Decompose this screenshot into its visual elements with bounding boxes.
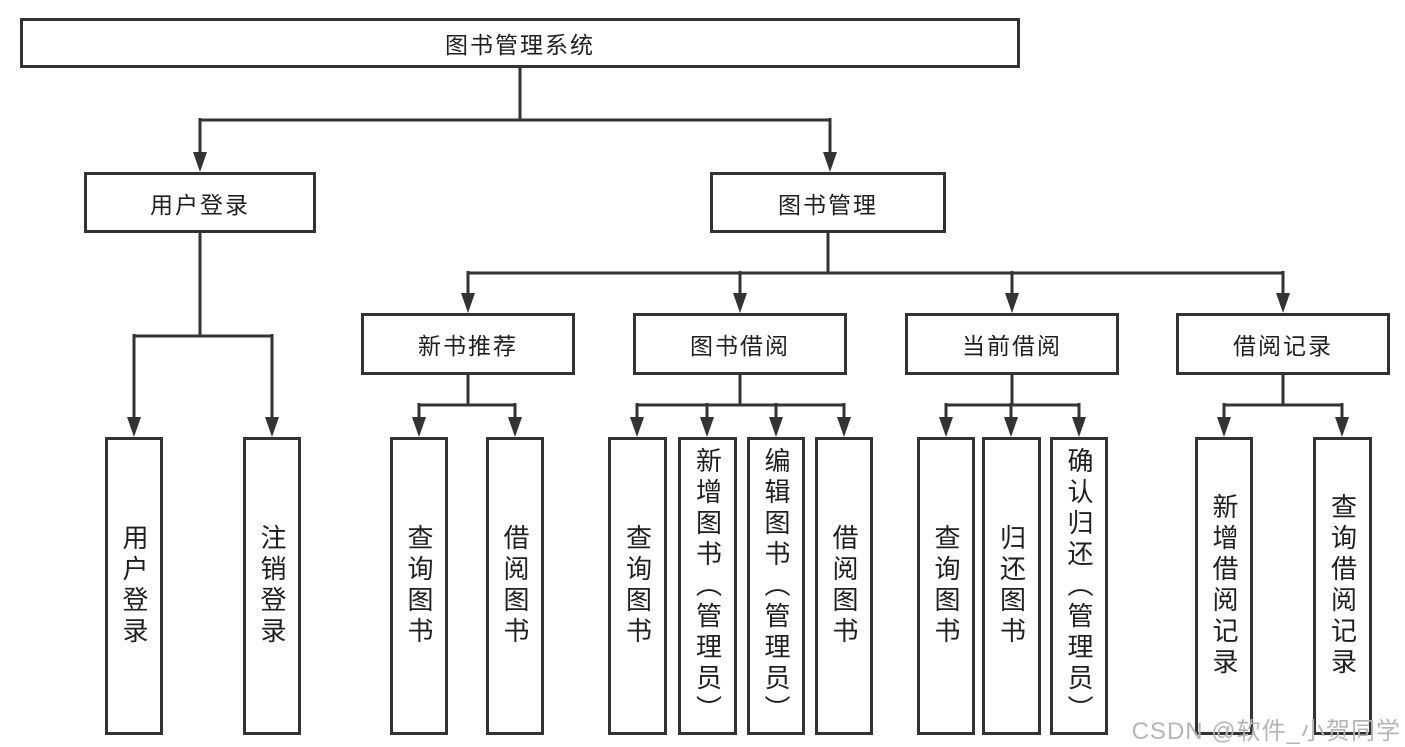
leaf-query-books-recommend: 查询图书 [390,437,448,735]
leaf-confirm-return-admin: 确认归还（管理员） [1050,437,1108,735]
leaf-query-borrow-record: 查询借阅记录 [1313,437,1372,735]
watermark: CSDN @软件_小贺同学 [1131,718,1401,745]
node-user-login: 用户登录 [84,172,316,233]
leaf-add-books-admin: 新增图书（管理员） [678,437,737,735]
node-library-management-system: 图书管理系统 [20,18,1020,68]
leaf-add-borrow-record: 新增借阅记录 [1195,437,1253,735]
leaf-borrow-books: 借阅图书 [815,437,873,735]
node-new-book-recommend: 新书推荐 [361,313,575,375]
node-book-management: 图书管理 [710,172,946,233]
leaf-borrow-books-recommend: 借阅图书 [486,437,544,735]
leaf-logout: 注销登录 [243,437,301,735]
leaf-edit-books-admin: 编辑图书（管理员） [747,437,805,735]
node-current-borrow: 当前借阅 [905,313,1119,375]
node-borrow-records: 借阅记录 [1176,313,1390,375]
node-book-borrow: 图书借阅 [633,313,847,375]
leaf-query-books-borrow: 查询图书 [608,437,667,735]
leaf-user-login: 用户登录 [105,437,163,735]
leaf-return-books: 归还图书 [982,437,1041,735]
leaf-query-books-current: 查询图书 [917,437,975,735]
